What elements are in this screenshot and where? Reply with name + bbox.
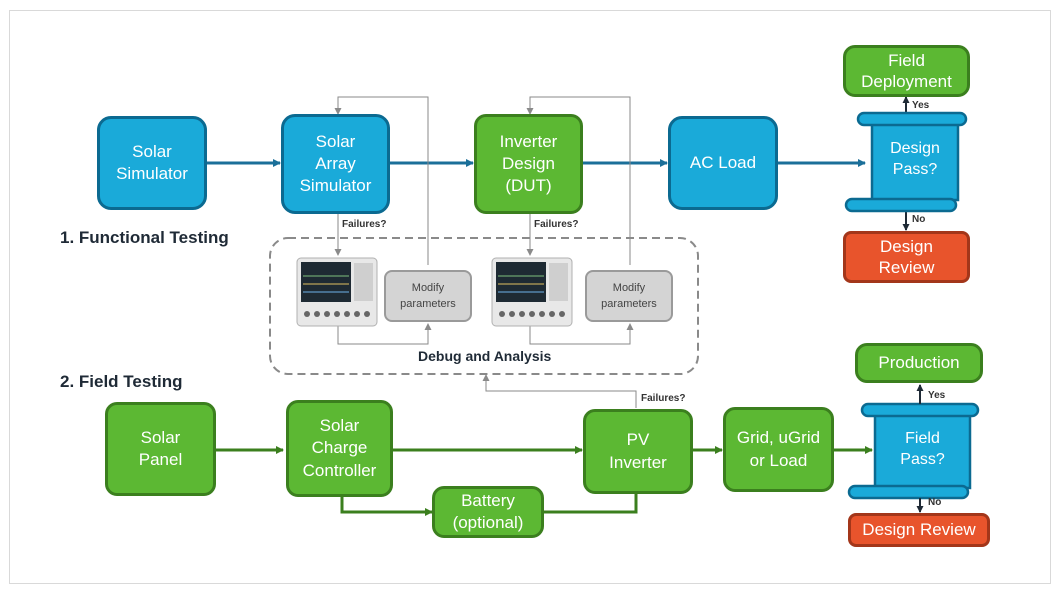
field-pass-decision-shape [847,402,980,500]
feedback-loops-top [334,96,634,345]
debug-analysis-label: Debug and Analysis [418,348,552,364]
solar-simulator-node: Solar Simulator [97,116,207,210]
yes-label-top: Yes [912,100,930,111]
functional-testing-heading: 1. Functional Testing [60,228,229,247]
field-testing-heading: 2. Field Testing [60,372,183,391]
inverter-design-node: Inverter Design (DUT) [474,114,583,214]
modify-parameters-2: Modify parameters [585,270,673,322]
failures-feedback-line [482,374,637,408]
design-review-top-node: Design Review [843,231,970,283]
failures-label-3: Failures? [641,393,686,404]
failures-label-1: Failures? [342,219,387,230]
design-pass-decision-shape [844,111,968,213]
field-deployment-node: Field Deployment [843,45,970,97]
no-label-top: No [912,214,926,225]
modify-parameters-1: Modify parameters [384,270,472,322]
battery-node: Battery (optional) [432,486,544,538]
no-label-bottom: No [928,497,942,508]
solar-charge-controller-node: Solar Charge Controller [286,400,393,497]
production-node: Production [855,343,983,383]
field-pass-label: Field Pass? [900,430,945,468]
oscilloscope-icon [491,257,573,327]
oscilloscope-icon [296,257,378,327]
failures-label-2: Failures? [534,219,579,230]
solar-panel-node: Solar Panel [105,402,216,496]
design-pass-label: Design Pass? [890,140,940,178]
design-review-bottom-node: Design Review [848,513,990,547]
yes-label-bottom: Yes [928,390,946,401]
solar-array-simulator-node: Solar Array Simulator [281,114,390,214]
pv-inverter-node: PV Inverter [583,409,693,494]
grid-load-node: Grid, uGrid or Load [723,407,834,492]
ac-load-node: AC Load [668,116,778,210]
